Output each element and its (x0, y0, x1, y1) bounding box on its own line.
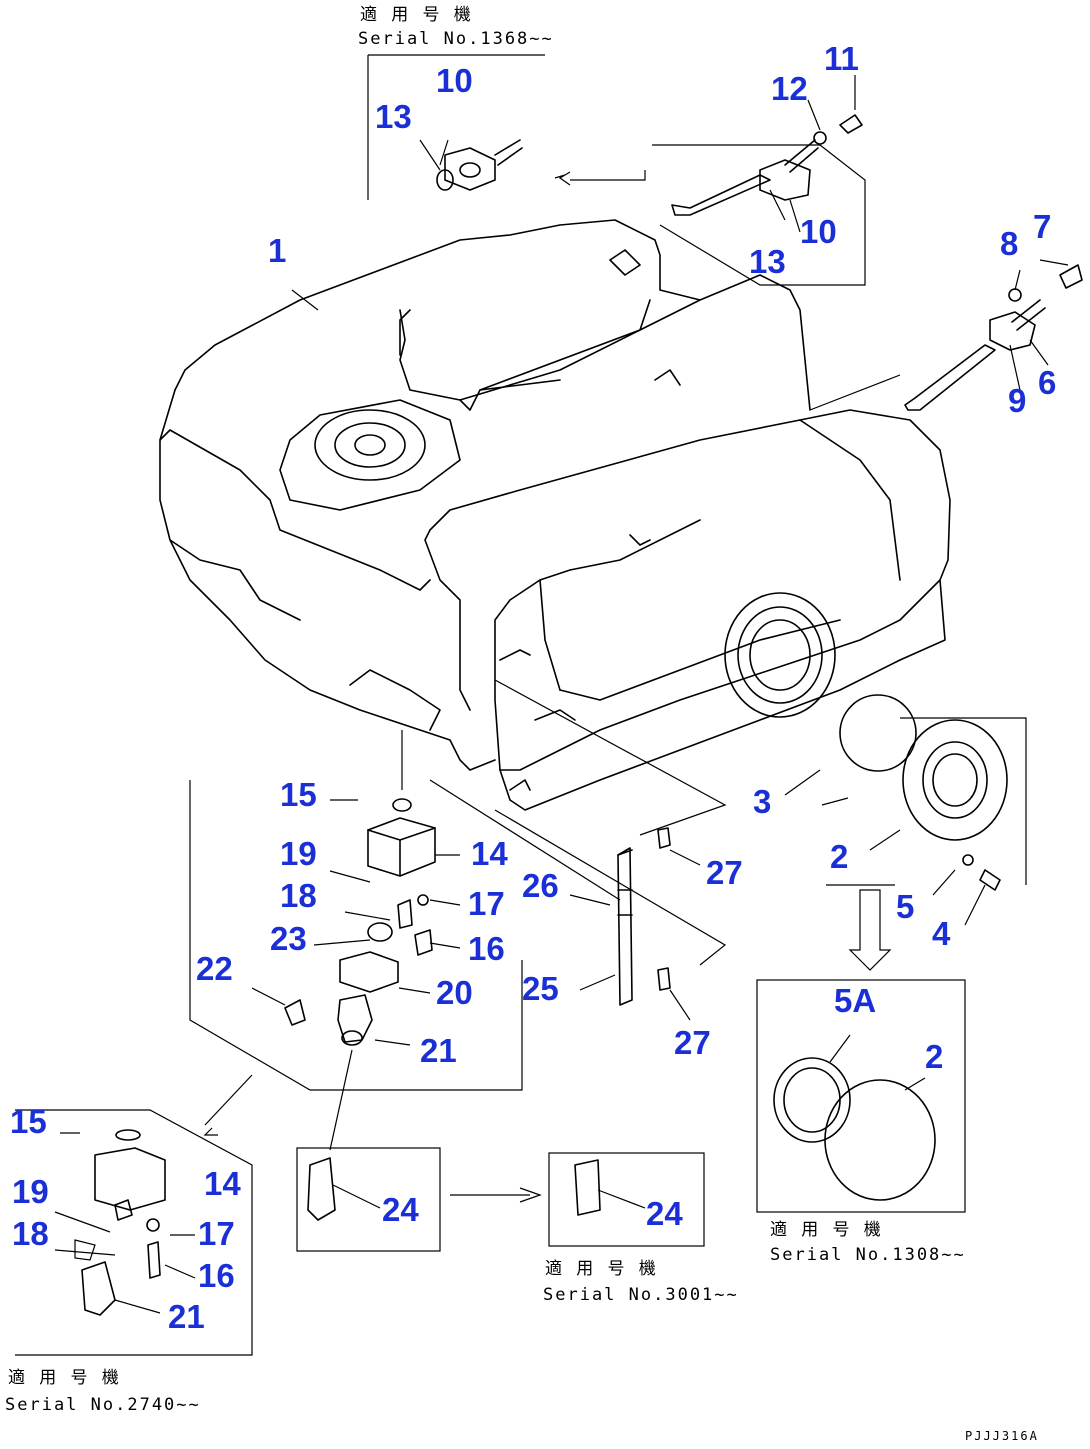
plug-part-18 (397, 899, 413, 929)
tank-body (159, 219, 951, 811)
callout-11: 11 (824, 40, 859, 77)
drain-inset-old (296, 1147, 542, 1252)
document-id: PJJJ316A (965, 1429, 1039, 1443)
callout-16b: 16 (198, 1257, 235, 1294)
callout-10a: 10 (436, 62, 473, 99)
cover-note-jp: 適 用 号 機 (770, 1220, 883, 1240)
callout-9: 9 (1008, 382, 1026, 419)
top-note-serial: Serial No.1368~~ (358, 29, 554, 49)
callout-5: 5 (896, 888, 914, 925)
callout-15b: 15 (10, 1103, 47, 1140)
callout-6: 6 (1038, 364, 1056, 401)
o-ring-part-15 (392, 798, 412, 812)
drain-inset-new: 適 用 号 機 Serial No.3001~~ (543, 1152, 739, 1305)
cover-plate-part-2 (824, 1079, 936, 1201)
cover-assembly (784, 694, 1027, 971)
callout-16a: 16 (468, 930, 505, 967)
valve-part-21-old (81, 1261, 116, 1316)
valve-inset-old: 適 用 号 機 Serial No.2740~~ (5, 1074, 253, 1415)
callout-18a: 18 (280, 877, 317, 914)
callout-25: 25 (522, 970, 559, 1007)
callout-13b: 13 (749, 243, 786, 280)
callout-14b: 14 (204, 1165, 241, 1202)
block-part-14 (367, 817, 436, 877)
callout-2b: 2 (925, 1038, 943, 1075)
callout-17a: 17 (468, 885, 505, 922)
callout-24b: 24 (646, 1195, 683, 1232)
cover-note-serial: Serial No.1308~~ (770, 1245, 966, 1265)
callout-21b: 21 (168, 1298, 205, 1335)
callout-23: 23 (270, 920, 307, 957)
callout-13a: 13 (375, 98, 412, 135)
valve-note-jp: 適 用 号 機 (8, 1368, 121, 1388)
callout-15a: 15 (280, 776, 317, 813)
bolt-part-16 (414, 929, 433, 956)
callout-5a: 5A (834, 982, 876, 1019)
callout-3: 3 (753, 783, 771, 820)
drain-part-24b (574, 1159, 601, 1216)
clip-part-27a (657, 827, 671, 849)
washer-part-17 (417, 894, 429, 906)
callout-19a: 19 (280, 835, 317, 872)
callout-27a: 27 (706, 854, 743, 891)
drain-note-serial: Serial No.3001~~ (543, 1285, 739, 1305)
callout-2: 2 (830, 838, 848, 875)
callout-14a: 14 (471, 835, 508, 872)
callout-21a: 21 (420, 1032, 457, 1069)
right-pipe-assembly (809, 264, 1083, 411)
valve-note-serial: Serial No.2740~~ (5, 1395, 201, 1415)
callout-18b: 18 (12, 1215, 49, 1252)
callout-20: 20 (436, 974, 473, 1011)
flange-part-10 (444, 147, 496, 191)
callout-4: 4 (932, 915, 951, 952)
bracket-assembly (429, 679, 727, 1021)
hose-part-25 (617, 847, 633, 1006)
o-ring-part-3 (839, 694, 917, 772)
o-ring-part-13 (436, 169, 454, 191)
callout-24a: 24 (382, 1191, 419, 1228)
callout-12: 12 (771, 70, 808, 107)
callout-10b: 10 (800, 213, 837, 250)
drain-note-jp: 適 用 号 機 (545, 1259, 658, 1279)
flange-part-20 (339, 951, 399, 993)
cover-part-2 (902, 719, 1008, 841)
top-inset: 適 用 号 機 Serial No.1368~~ (358, 5, 866, 286)
leader-lines (291, 75, 1069, 391)
callout-1: 1 (268, 232, 286, 269)
top-note-jp: 適 用 号 機 (360, 5, 473, 25)
callout-22: 22 (196, 950, 233, 987)
clip-part-27b (657, 967, 671, 991)
inset-5a: 適 用 号 機 Serial No.1308~~ (756, 979, 966, 1265)
callout-8: 8 (1000, 225, 1018, 262)
gasket-part-5a (773, 1057, 851, 1143)
valve-assembly (189, 730, 523, 1151)
callout-17b: 17 (198, 1215, 235, 1252)
fitting-part-22 (284, 999, 306, 1026)
o-ring-part-23 (367, 922, 393, 942)
callout-26: 26 (522, 867, 559, 904)
drain-part-24a (307, 1157, 336, 1221)
callout-labels: 1 10 13 11 12 10 13 8 7 9 6 3 2 5 4 5A 2… (10, 40, 1056, 1335)
callout-7: 7 (1033, 208, 1051, 245)
block-part-14-old (94, 1147, 166, 1211)
callout-19b: 19 (12, 1173, 49, 1210)
callout-27b: 27 (674, 1024, 711, 1061)
